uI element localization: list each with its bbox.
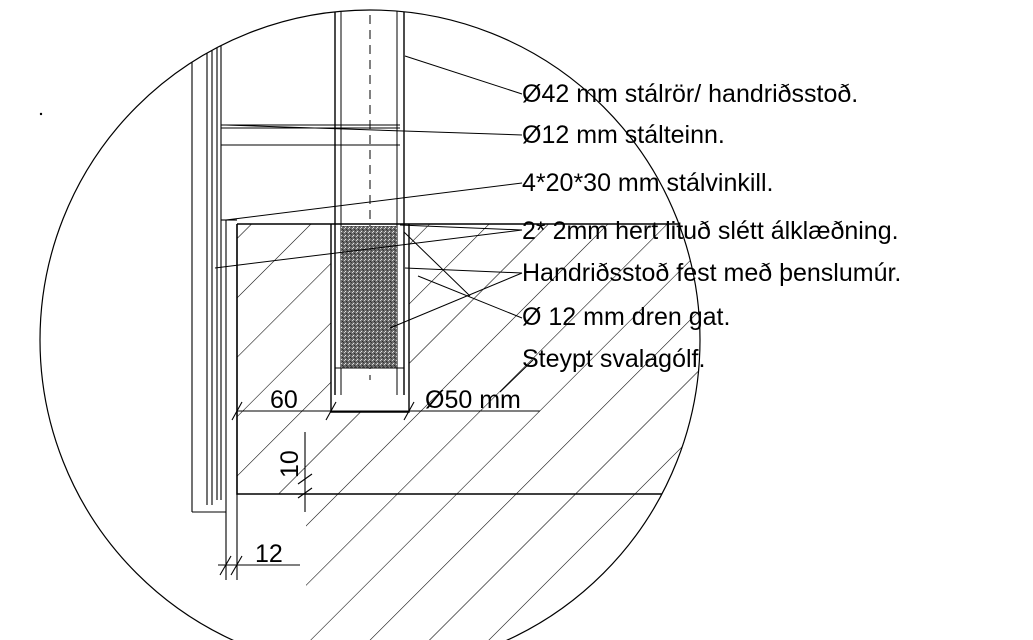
dimension-cladding-gap: 12 (255, 540, 283, 568)
leader-lines (214, 55, 534, 393)
annotation-list: Ø42 mm stálrör/ handriðsstoð. Ø12 mm stá… (522, 80, 901, 373)
dimension-lines (218, 401, 540, 576)
dimension-edge-offset: 60 (270, 386, 298, 414)
annotation-post-grout: Handriðsstoð fest með þenslumúr. (522, 259, 901, 287)
annotation-steel-angle: 4*20*30 mm stálvinkill. (522, 169, 774, 197)
grout-fill (341, 226, 397, 368)
cladding-panels (191, 10, 238, 580)
dimension-slab-step: 10 (276, 450, 304, 478)
dimension-hole-diameter: Ø50 mm (425, 386, 521, 414)
drill-hole (330, 224, 410, 413)
annotation-steel-rod: Ø12 mm stálteinn. (522, 121, 725, 149)
annotation-drain-hole: Ø 12 mm dren gat. (522, 303, 730, 331)
annotation-aluminium-cladding: 2* 2mm hert lituð slétt álklæðning. (522, 217, 899, 245)
stray-mark (39, 112, 43, 116)
annotation-concrete-floor: Steypt svalagólf. (522, 345, 705, 373)
annotation-steel-post: Ø42 mm stálrör/ handriðsstoð. (522, 80, 858, 108)
